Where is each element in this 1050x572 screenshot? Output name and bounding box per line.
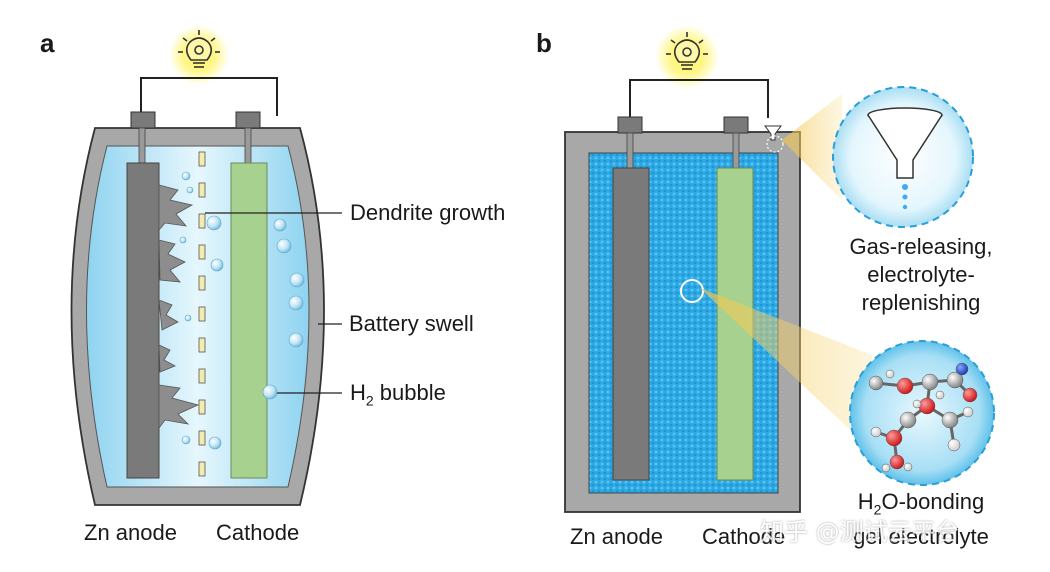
gel-electrolyte-label: H2O-bonding gel electrolyte xyxy=(853,489,989,550)
zoom-beam-top xyxy=(782,94,842,200)
anode-terminal-b xyxy=(617,116,643,134)
h2-bubbles xyxy=(179,171,305,450)
panel-b-battery xyxy=(564,25,995,513)
separator xyxy=(198,151,206,477)
h2-bubble-label: H2 bubble xyxy=(350,380,446,409)
watermark: 知乎 @测试云平台 xyxy=(760,518,960,546)
lightbulb-icon xyxy=(666,32,708,70)
cathode-plate xyxy=(230,162,268,479)
gas-releasing-label: Gas-releasing, electrolyte- replenishing xyxy=(849,234,993,315)
dendrite-growth-label: Dendrite growth xyxy=(350,200,506,225)
battery-swell-label: Battery swell xyxy=(349,311,474,336)
cathode-label-a: Cathode xyxy=(216,520,300,545)
electrolyte-liquid xyxy=(86,145,310,488)
circuit-wire-b xyxy=(629,79,769,118)
cathode-terminal xyxy=(235,111,261,129)
zn-anode-plate xyxy=(126,162,160,479)
zoom-beam-bottom xyxy=(700,288,880,458)
gel-zoom-marker xyxy=(680,279,704,303)
zn-anode-label-b: Zn anode xyxy=(570,524,663,549)
zn-anode-label-a: Zn anode xyxy=(84,520,177,545)
lightbulb-icon xyxy=(178,30,220,68)
panel-a-battery xyxy=(70,25,342,506)
funnel-small-icon xyxy=(764,125,782,141)
anode-terminal xyxy=(130,111,156,129)
funnel-icon xyxy=(867,107,943,210)
dendrite-clusters xyxy=(158,184,200,430)
panel-label-a: a xyxy=(40,28,55,58)
zn-anode-plate-b xyxy=(612,167,650,481)
circuit-wire xyxy=(140,77,278,116)
panel-label-b: b xyxy=(536,28,552,58)
cathode-label-b: Cathode xyxy=(702,524,786,549)
molecule-atoms xyxy=(868,362,978,473)
cathode-terminal-b xyxy=(723,116,749,134)
